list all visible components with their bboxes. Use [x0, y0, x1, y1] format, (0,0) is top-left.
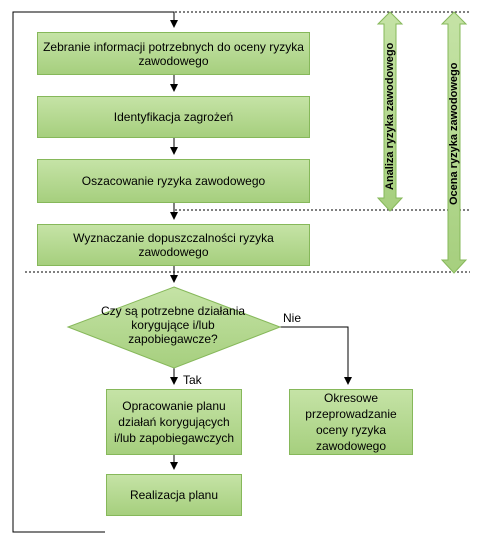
- assessment-range-label: Ocena ryzyka zawodowego: [448, 62, 460, 205]
- step-gather-information: Zebranie informacji potrzebnych do oceny…: [37, 32, 310, 75]
- step-implement-plan-label: Realizacja planu: [129, 488, 219, 502]
- arrow-decision-no: [280, 326, 352, 385]
- step-prepare-action-plan-label: Opracowanie planu działań korygujących i…: [113, 399, 235, 445]
- step-hazard-identification-label: Identyfikacja zagrożeń: [113, 110, 234, 124]
- branch-yes-label: Tak: [183, 373, 202, 387]
- step-risk-estimation-label: Oszacowanie ryzyka zawodowego: [81, 174, 266, 188]
- decision-diamond: [66, 286, 282, 369]
- decision-question: Czy są potrzebne działania korygujące i/…: [100, 304, 246, 346]
- feedback-loop-arrow: [12, 11, 178, 533]
- assessment-range-arrow: [440, 11, 468, 274]
- step-risk-estimation: Oszacowanie ryzyka zawodowego: [37, 159, 310, 203]
- step-hazard-identification: Identyfikacja zagrożeń: [37, 96, 310, 138]
- step-prepare-action-plan: Opracowanie planu działań korygujących i…: [106, 389, 242, 455]
- step-risk-acceptability-label: Wyznaczanie dopuszczalności ryzyka zawod…: [73, 231, 274, 259]
- step-implement-plan: Realizacja planu: [106, 474, 242, 516]
- analysis-range-arrow: [376, 11, 404, 212]
- step-gather-information-label: Zebranie informacji potrzebnych do oceny…: [43, 39, 304, 68]
- branch-no-label: Nie: [283, 311, 302, 325]
- step-periodic-assessment-label: Okresowe przeprowadzanie oceny ryzyka za…: [305, 391, 397, 453]
- step-periodic-assessment: Okresowe przeprowadzanie oceny ryzyka za…: [289, 389, 413, 455]
- step-risk-acceptability: Wyznaczanie dopuszczalności ryzyka zawod…: [37, 224, 310, 266]
- analysis-range-label: Analiza ryzyka zawodowego: [384, 42, 396, 190]
